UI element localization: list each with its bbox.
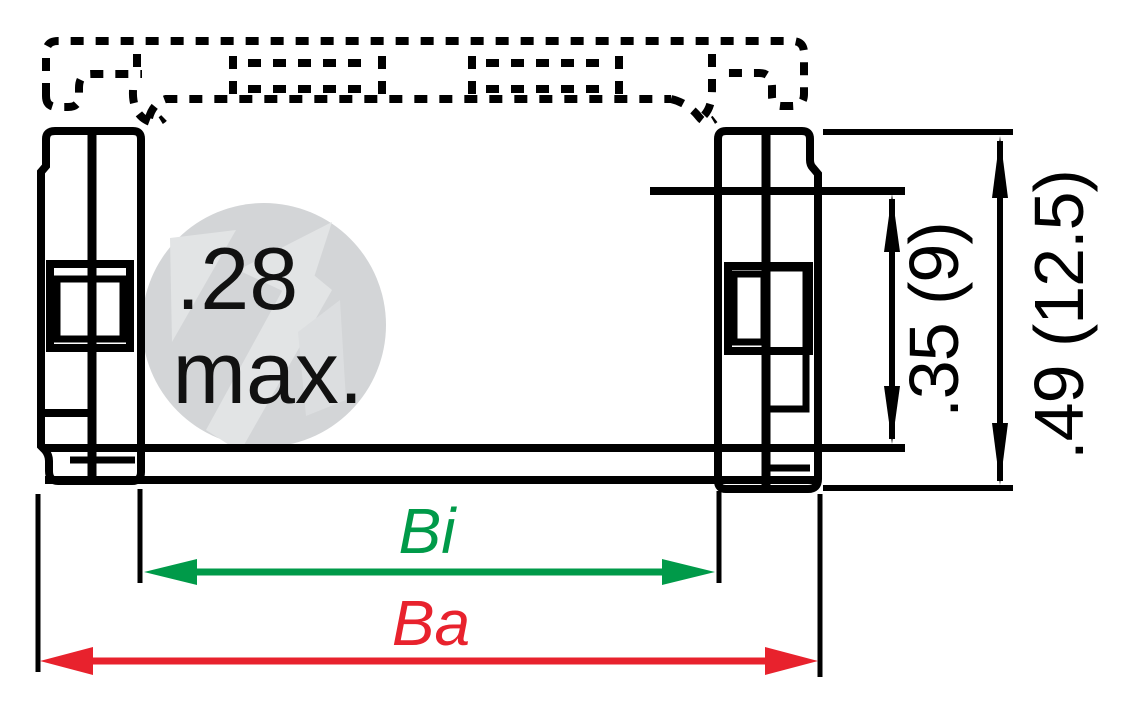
outer-height-dimension-label: .49 (12.5) [1020,170,1098,460]
inner-height-arrow-up-icon [884,194,900,252]
inner-width-dimension: Bi [144,495,715,585]
bi-dimension-label: Bi [399,495,458,567]
left-sidelink-clip-outer [46,260,134,352]
bi-arrow-right-icon [662,559,715,585]
watermark: .28 max. [142,203,386,452]
lid-right-latch-hook [669,95,718,126]
watermark-value-text: .28 [176,229,298,328]
bottom-crossbar-and-extensions [35,129,1013,677]
lid-left-end-hook [42,70,142,111]
lid-slot-left [229,56,386,98]
lid-right-latch-vertical [698,54,716,122]
lid-outer-dashed-path [42,37,808,110]
inner-height-dimension-label: .35 (9) [895,222,973,417]
outer-height-arrow-down-icon [992,423,1008,485]
outer-width-dimension: Ba [40,587,818,675]
crossbar-open-profile-dashed [42,37,808,127]
lid-left-latch-hook [128,89,167,127]
left-sidelink-clip-inner [53,275,127,343]
outer-height-arrow-up-icon [992,136,1008,198]
right-sidelink [714,127,822,493]
left-sidelink [37,127,145,485]
outer-height-dimension: .49 (12.5) [992,136,1098,485]
ba-arrow-right-icon [765,647,818,675]
inner-height-dimension: .35 (9) [884,194,973,444]
lid-lower-dashed-line [145,95,671,120]
right-sidelink-tall-pocket [762,264,810,413]
watermark-arrow-icon [170,222,346,452]
bi-arrow-left-icon [144,559,197,585]
right-sidelink-outline [714,127,822,493]
right-sidelink-clip-inner [730,270,768,346]
ba-dimension-label: Ba [392,587,470,659]
inner-height-arrow-down-icon [884,386,900,444]
watermark-max-text: max. [173,323,364,422]
ba-arrow-left-icon [40,647,93,675]
lid-slot-right [468,56,623,98]
